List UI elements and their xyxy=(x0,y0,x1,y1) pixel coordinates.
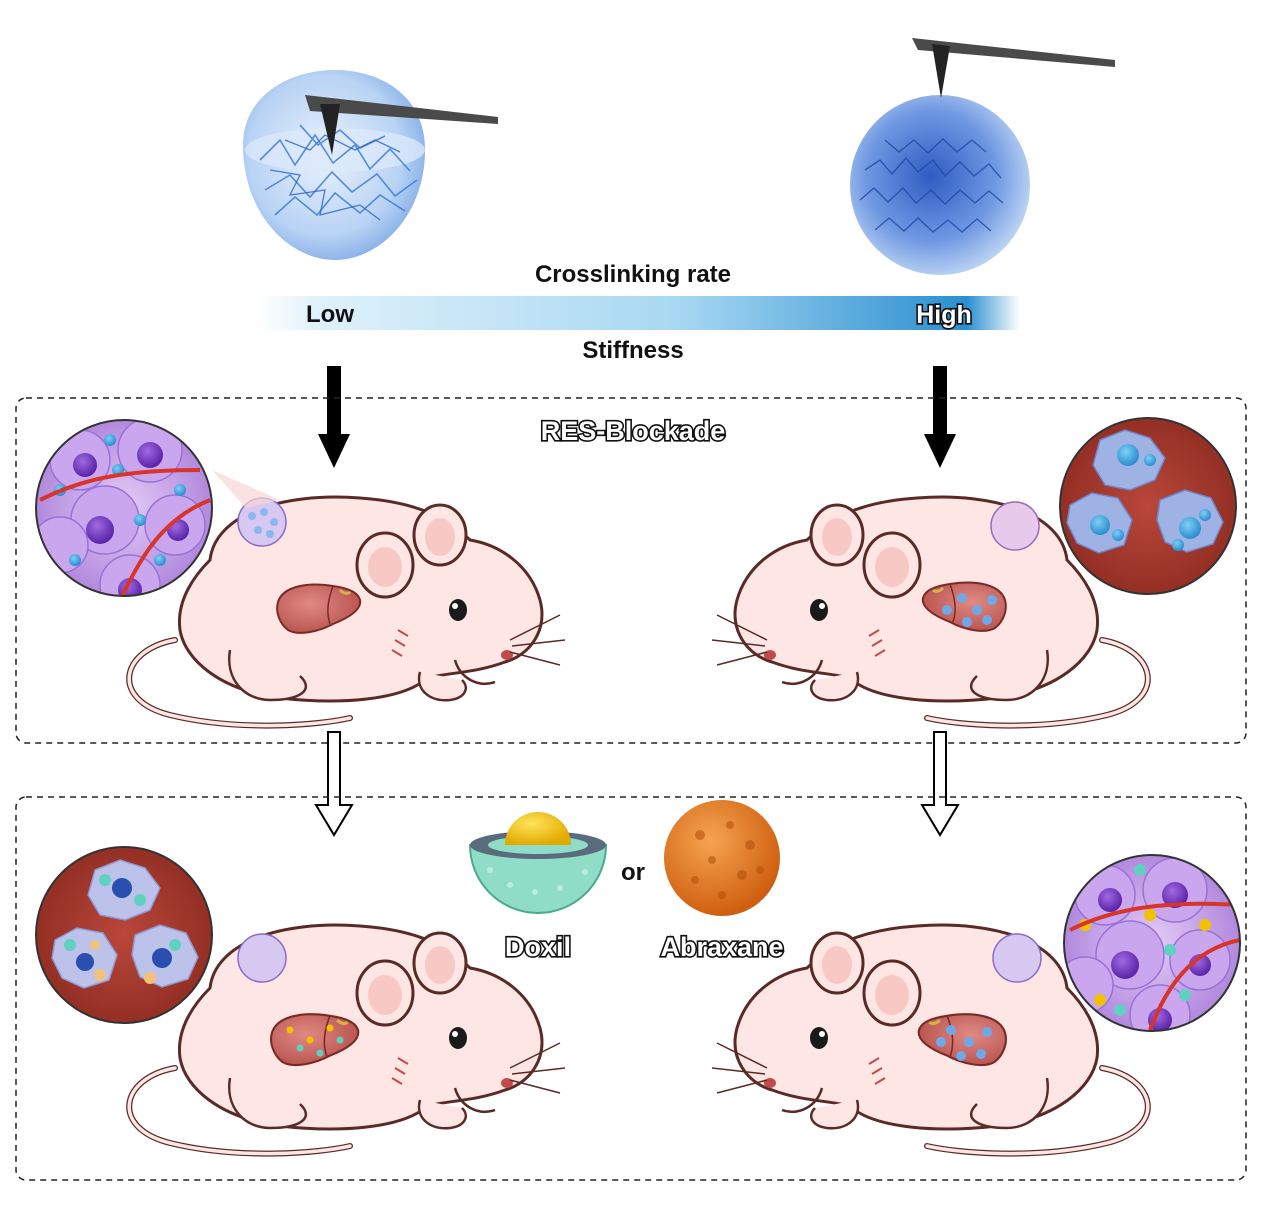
afm-cantilever-icon xyxy=(912,38,1115,67)
black-arrow-left xyxy=(318,366,350,468)
upper-dashed-panel xyxy=(15,397,1247,744)
doxil-liposome xyxy=(468,812,608,914)
tumor-zoom-lower-right xyxy=(1063,854,1241,1032)
macrophage-zoom-upper-right xyxy=(1059,417,1237,595)
crosslinking-gradient-bar xyxy=(258,296,1020,330)
mouse-upper-left xyxy=(129,470,565,726)
high-label: High xyxy=(916,301,972,329)
tumor-site xyxy=(992,933,1042,983)
tumor-site xyxy=(237,933,287,983)
hollow-arrow-left xyxy=(314,731,354,837)
tumor-site xyxy=(990,501,1040,551)
mouse-lower-right xyxy=(712,925,1148,1153)
crosslinking-rate-label: Crosslinking rate xyxy=(535,261,731,288)
hydrogel-sphere-icon xyxy=(850,95,1030,275)
abraxane-label: Abraxane xyxy=(660,932,783,962)
tumor-zoom-upper-left xyxy=(35,419,213,597)
abraxane-particle xyxy=(664,800,780,916)
low-label: Low xyxy=(306,301,354,328)
hollow-arrow-right xyxy=(920,731,960,837)
res-blockade-label: RES-Blockade xyxy=(541,416,726,446)
afm-cantilever-icon xyxy=(305,95,498,124)
macrophage-zoom-lower-left xyxy=(35,846,213,1024)
stiff-hydrogel-group xyxy=(850,38,1115,275)
lower-dashed-panel xyxy=(15,796,1247,1181)
black-arrow-right xyxy=(924,366,956,468)
stiffness-label: Stiffness xyxy=(582,337,683,364)
mouse-upper-right xyxy=(712,497,1148,725)
liposome-icon xyxy=(468,844,608,914)
or-label: or xyxy=(621,859,645,886)
albumin-nanoparticle-icon xyxy=(664,800,780,916)
soft-hydrogel-group xyxy=(243,70,498,260)
mouse-lower-left xyxy=(129,925,565,1153)
doxil-label: Doxil xyxy=(505,932,571,962)
